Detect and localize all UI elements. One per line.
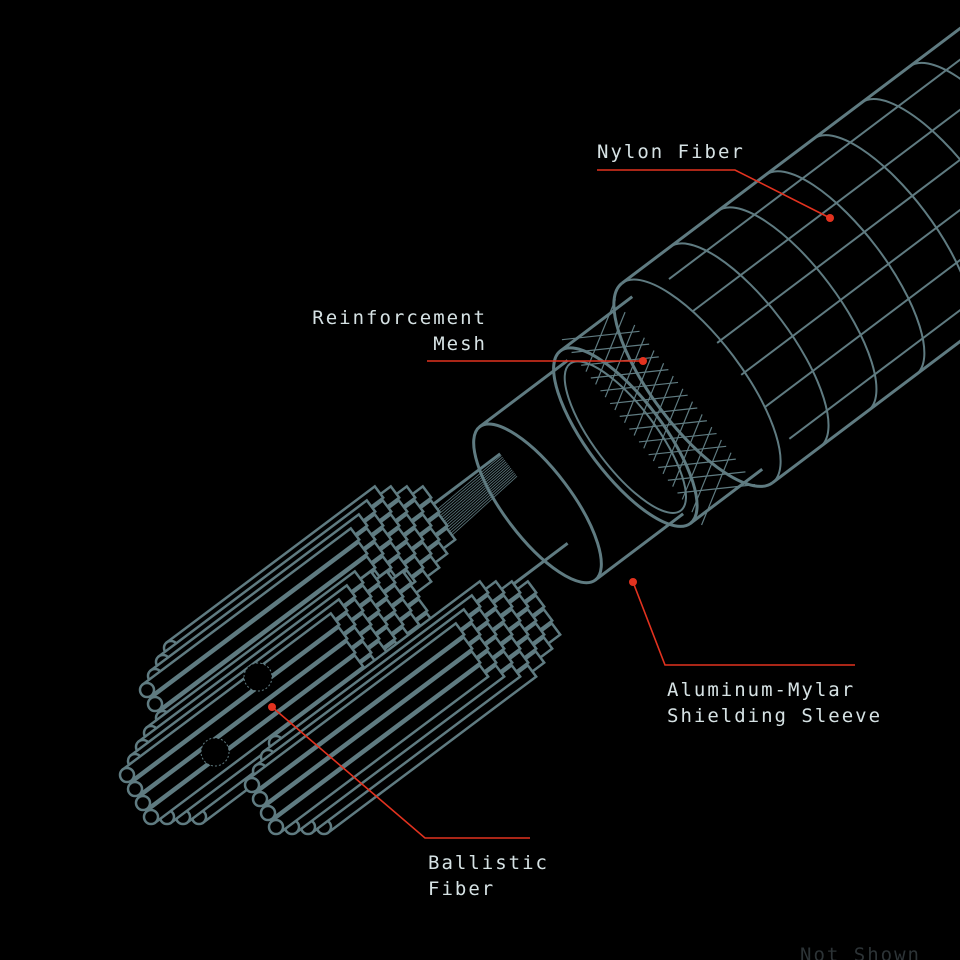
ballistic-leader — [271, 706, 530, 839]
mesh-line — [633, 363, 665, 436]
label-shielding-sleeve: Shielding Sleeve — [667, 705, 883, 727]
label-aluminum-mylar: Aluminum-Mylar — [667, 679, 856, 701]
jacket-strand — [716, 41, 960, 344]
jacket-strand — [788, 137, 960, 440]
mesh-line — [672, 414, 703, 487]
jacket-ring — [765, 170, 926, 376]
conductor-end — [243, 776, 261, 794]
nylon-dot — [826, 214, 834, 222]
label-nylon-fiber: Nylon Fiber — [597, 141, 745, 163]
reinforcement-mesh — [552, 295, 764, 528]
conductor-end — [138, 681, 156, 699]
shield-leader — [632, 581, 855, 666]
label-mesh: Mesh — [433, 333, 487, 355]
nylon-jacket — [612, 0, 960, 488]
mesh-line — [623, 350, 655, 423]
conductor-end — [118, 766, 136, 784]
jacket-ring — [861, 98, 960, 304]
mesh-line — [662, 401, 694, 475]
jacket-ring — [813, 134, 960, 340]
aluminum-mylar-sleeve — [472, 359, 685, 585]
conductor-bundle — [243, 579, 562, 836]
conductor-end — [142, 808, 160, 826]
mesh-line — [585, 299, 617, 372]
mesh-line — [652, 388, 684, 462]
conductor-end — [267, 818, 285, 836]
mesh-line — [643, 375, 674, 449]
shield-dot — [629, 578, 637, 586]
ballistic-dot — [268, 703, 276, 711]
mesh-line — [614, 337, 645, 411]
mesh-dot — [639, 357, 647, 365]
label-ballistic: Ballistic — [428, 852, 549, 874]
label-not-shown: Not Shown — [800, 944, 921, 960]
mesh-line — [701, 452, 732, 526]
ballistic-fiber-end — [200, 737, 230, 767]
jacket-strand — [692, 9, 960, 312]
jacket-ring — [717, 206, 878, 412]
jacket-strand — [668, 0, 960, 280]
mesh-line — [595, 311, 626, 385]
jacket-ring — [669, 242, 830, 448]
jacket-ring — [908, 61, 960, 267]
jacket-strand — [764, 105, 960, 408]
conductor-end — [259, 804, 277, 822]
mesh-line — [681, 426, 713, 500]
conductor-end — [251, 790, 269, 808]
conductor-end — [146, 695, 164, 713]
conductor-end — [126, 780, 144, 798]
label-reinforcement: Reinforcement — [312, 307, 487, 329]
label-fiber: Fiber — [428, 878, 496, 900]
ballistic-fiber-end — [243, 662, 273, 692]
conductor-end — [134, 794, 152, 812]
jacket-strand — [740, 73, 960, 376]
nylon-leader — [597, 169, 831, 219]
mesh-line — [691, 439, 722, 513]
